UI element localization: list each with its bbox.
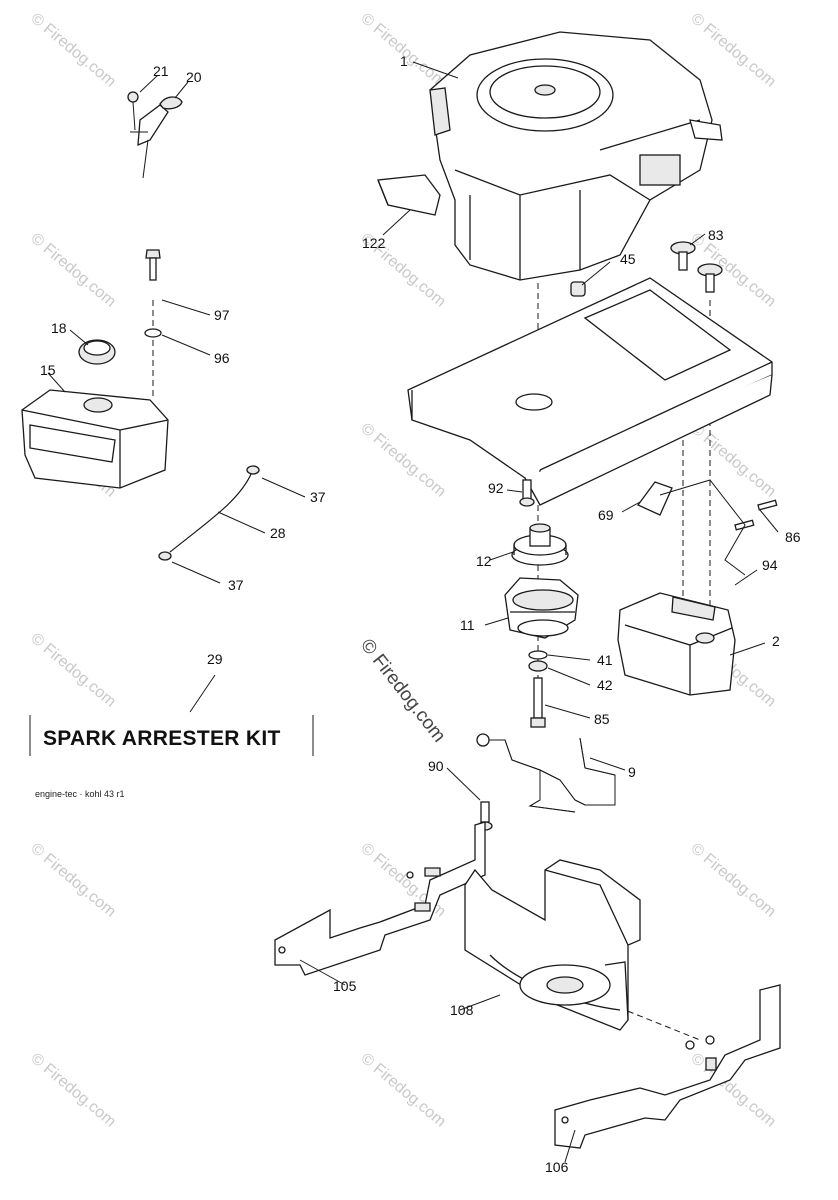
spark-arrester-kit-box: SPARK ARRESTER KIT bbox=[29, 715, 314, 756]
watermark-10: © Firedog.com bbox=[27, 630, 118, 711]
callout-18: 18 bbox=[51, 320, 67, 336]
bolt-92-part bbox=[519, 479, 535, 507]
callout-21: 21 bbox=[153, 63, 169, 79]
callout-106: 106 bbox=[545, 1159, 569, 1175]
callout-86: 86 bbox=[785, 529, 801, 545]
frame-plate-part bbox=[407, 277, 773, 506]
engine-part bbox=[429, 31, 723, 281]
gasket-69-part bbox=[636, 479, 778, 576]
callout-83: 83 bbox=[708, 227, 724, 243]
bolt-97-part bbox=[144, 249, 162, 338]
spacer-45-part bbox=[570, 281, 586, 297]
rod-9-part bbox=[476, 733, 616, 831]
callout-37-bottom: 37 bbox=[228, 577, 244, 593]
watermark-15: © Firedog.com bbox=[27, 1050, 118, 1131]
callout-92: 92 bbox=[488, 480, 504, 496]
bolts-83-part bbox=[670, 241, 723, 293]
callout-85: 85 bbox=[594, 711, 610, 727]
reference-code: engine-tec · kohl 43 r1 bbox=[35, 789, 125, 799]
callout-97: 97 bbox=[214, 307, 230, 323]
watermark-1: © Firedog.com bbox=[27, 10, 118, 91]
spark-arrester-kit-label: SPARK ARRESTER KIT bbox=[43, 727, 281, 750]
callout-20: 20 bbox=[186, 69, 202, 85]
watermark-2: © Firedog.com bbox=[357, 10, 448, 91]
callout-11: 11 bbox=[460, 617, 475, 633]
watermark-8: © Firedog.com bbox=[357, 420, 448, 501]
bracket-106-part bbox=[554, 984, 781, 1149]
callout-leaders bbox=[47, 61, 779, 1163]
callout-15: 15 bbox=[40, 362, 56, 378]
watermark-center: © Firedog.com bbox=[356, 635, 449, 746]
callout-90: 90 bbox=[428, 758, 444, 774]
callout-105: 105 bbox=[333, 978, 357, 994]
bolt-85-part bbox=[530, 677, 546, 728]
bracket-105-part bbox=[274, 821, 486, 976]
callout-28: 28 bbox=[270, 525, 286, 541]
callout-94: 94 bbox=[762, 557, 778, 573]
fuel-tank-part bbox=[21, 389, 169, 489]
deflector-122-part bbox=[377, 174, 441, 216]
callout-29: 29 bbox=[207, 651, 223, 667]
watermark-14: © Firedog.com bbox=[687, 840, 778, 921]
housing-108-part bbox=[414, 859, 641, 1031]
watermark-16: © Firedog.com bbox=[357, 1050, 448, 1131]
muffler-2-part bbox=[617, 592, 736, 696]
fuel-line-part bbox=[158, 465, 260, 561]
callout-labels: 1 21 20 122 83 45 97 18 96 15 92 37 69 8… bbox=[40, 53, 801, 1175]
callout-96: 96 bbox=[214, 350, 230, 366]
washers-41-42-part bbox=[528, 650, 548, 672]
callout-122: 122 bbox=[362, 235, 386, 251]
callout-9: 9 bbox=[628, 764, 636, 780]
callout-12: 12 bbox=[476, 553, 492, 569]
callout-2: 2 bbox=[772, 633, 780, 649]
callout-41: 41 bbox=[597, 652, 613, 668]
callout-37-top: 37 bbox=[310, 489, 326, 505]
throttle-bracket-part bbox=[127, 91, 183, 179]
clutch-11-part bbox=[504, 577, 579, 639]
callout-69: 69 bbox=[598, 507, 614, 523]
pulley-12-part bbox=[511, 523, 569, 566]
watermark-4: © Firedog.com bbox=[27, 230, 118, 311]
watermark-9: © Firedog.com bbox=[687, 420, 778, 501]
callout-45: 45 bbox=[620, 251, 636, 267]
watermark-12: © Firedog.com bbox=[27, 840, 118, 921]
fuel-cap-part bbox=[78, 339, 116, 365]
watermark-3: © Firedog.com bbox=[687, 10, 778, 91]
callout-1: 1 bbox=[400, 53, 408, 69]
callout-42: 42 bbox=[597, 677, 613, 693]
callout-108: 108 bbox=[450, 1002, 474, 1018]
